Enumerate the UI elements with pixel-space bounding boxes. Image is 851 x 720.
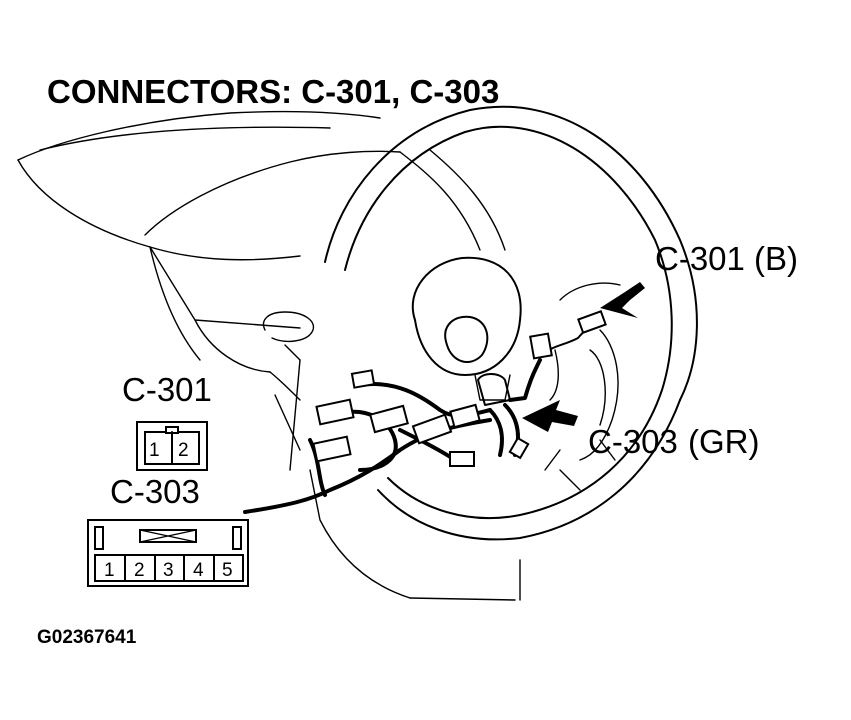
figure-code: G02367641 <box>37 627 137 648</box>
c301-face-view: 1 2 <box>136 421 208 471</box>
callout-c301: C-301 (B) <box>655 240 798 277</box>
c303-pin-5: 5 <box>222 560 233 581</box>
c301-view-label: C-301 <box>122 371 212 408</box>
callout-c303-color: (GR) <box>688 423 759 460</box>
diagram-title: CONNECTORS: C-301, C-303 <box>47 73 499 110</box>
c303-face-view: 1 2 3 4 5 <box>87 519 249 587</box>
arrow-c301 <box>600 282 645 318</box>
steering-wheel <box>324 105 698 601</box>
callout-c303-id: C-303 <box>588 423 678 460</box>
c303-pin-3: 3 <box>163 560 174 581</box>
pointer-arrows <box>522 282 645 432</box>
c301-pin-2: 2 <box>178 440 189 461</box>
arrow-c303 <box>522 400 578 432</box>
c303-pin-4: 4 <box>193 560 204 581</box>
dashboard-outline <box>17 110 411 599</box>
c303-pin-1: 1 <box>104 560 115 581</box>
c303-view-label: C-303 <box>110 473 200 510</box>
c301-pin-1: 1 <box>149 440 160 461</box>
harness-connectors <box>312 310 607 467</box>
c303-pin-2: 2 <box>134 560 145 581</box>
